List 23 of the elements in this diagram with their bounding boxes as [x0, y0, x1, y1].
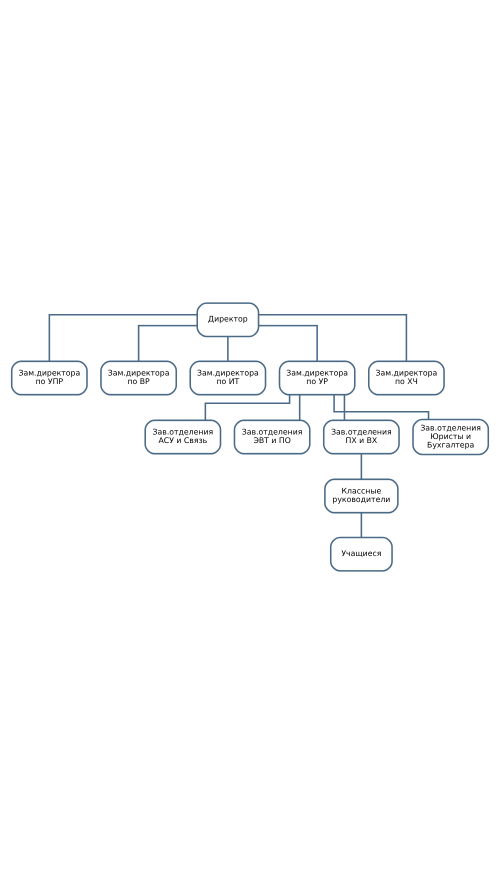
node-box: Зав.отделения ЭВТ и ПО	[234, 419, 311, 454]
connector	[138, 324, 198, 361]
node-box: Зав.отделения ПХ и ВХ	[322, 419, 400, 454]
connector	[360, 453, 362, 479]
node-box: Зам.директора по УР	[278, 360, 356, 395]
node-box: Зав.отделения АСУ и Связь	[144, 419, 222, 454]
node-box: Учащиеся	[330, 536, 393, 572]
connector	[227, 336, 229, 361]
node-box: Зам.директора по ХЧ	[368, 360, 445, 395]
connector	[333, 394, 430, 419]
node-box: Директор	[196, 302, 260, 337]
node-box: Зав.отделения Юристы и Бухгалтера	[412, 418, 490, 455]
node-box: Зам.директора по ИТ	[189, 360, 266, 395]
connector	[360, 512, 362, 537]
connector	[298, 394, 300, 420]
node-box: Классные руководители	[324, 478, 399, 513]
connector	[258, 313, 408, 361]
connector	[48, 313, 198, 361]
connector	[344, 394, 346, 420]
connector	[204, 394, 290, 420]
connector	[258, 324, 318, 361]
node-box: Зам.директора по ВР	[100, 360, 178, 395]
node-box: Зам.директора по УПР	[10, 360, 88, 395]
